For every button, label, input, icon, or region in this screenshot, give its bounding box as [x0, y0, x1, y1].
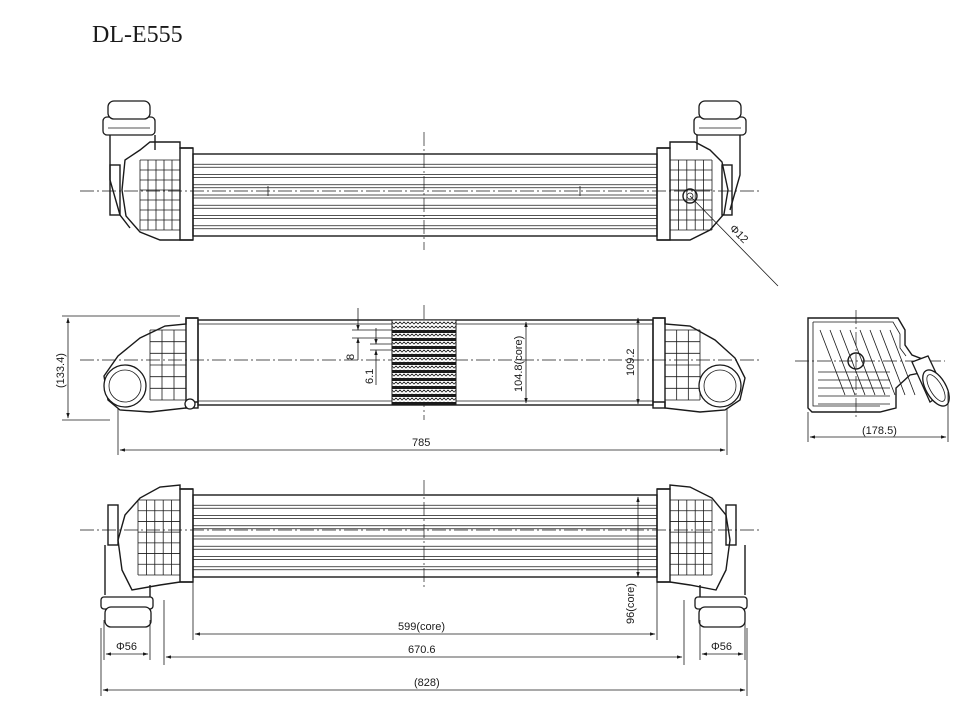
right-pipe-label: Φ56 [711, 641, 732, 653]
model-code-title: DL-E555 [92, 22, 183, 48]
length-785-label: 785 [412, 437, 430, 449]
fin-gap-label: 6.1 [364, 369, 376, 384]
overall-length-label: (828) [414, 677, 440, 689]
core-height-label: 104.8(core) [513, 336, 525, 392]
pipe-span-label: 670.6 [408, 644, 436, 656]
core-length-label: 599(core) [398, 621, 445, 633]
front-view: (133.4) 785 8 6.1 104.8(core) 109.2 [55, 305, 760, 455]
left-pipe-label: Φ56 [116, 641, 137, 653]
side-view: (178.5) [795, 310, 950, 442]
hole-diameter-label: Φ12 [727, 223, 750, 246]
bottom-view: 599(core) 96(core) Φ56 Φ56 670.6 (828) [80, 480, 760, 696]
core-thickness-label: 96(core) [625, 583, 637, 624]
depth-label: (178.5) [862, 425, 897, 437]
top-view: Φ12 [80, 100, 779, 287]
overall-height-label: (133.4) [55, 353, 67, 388]
fin-pitch-label: 8 [345, 354, 357, 360]
tank-height-label: 109.2 [625, 348, 637, 376]
